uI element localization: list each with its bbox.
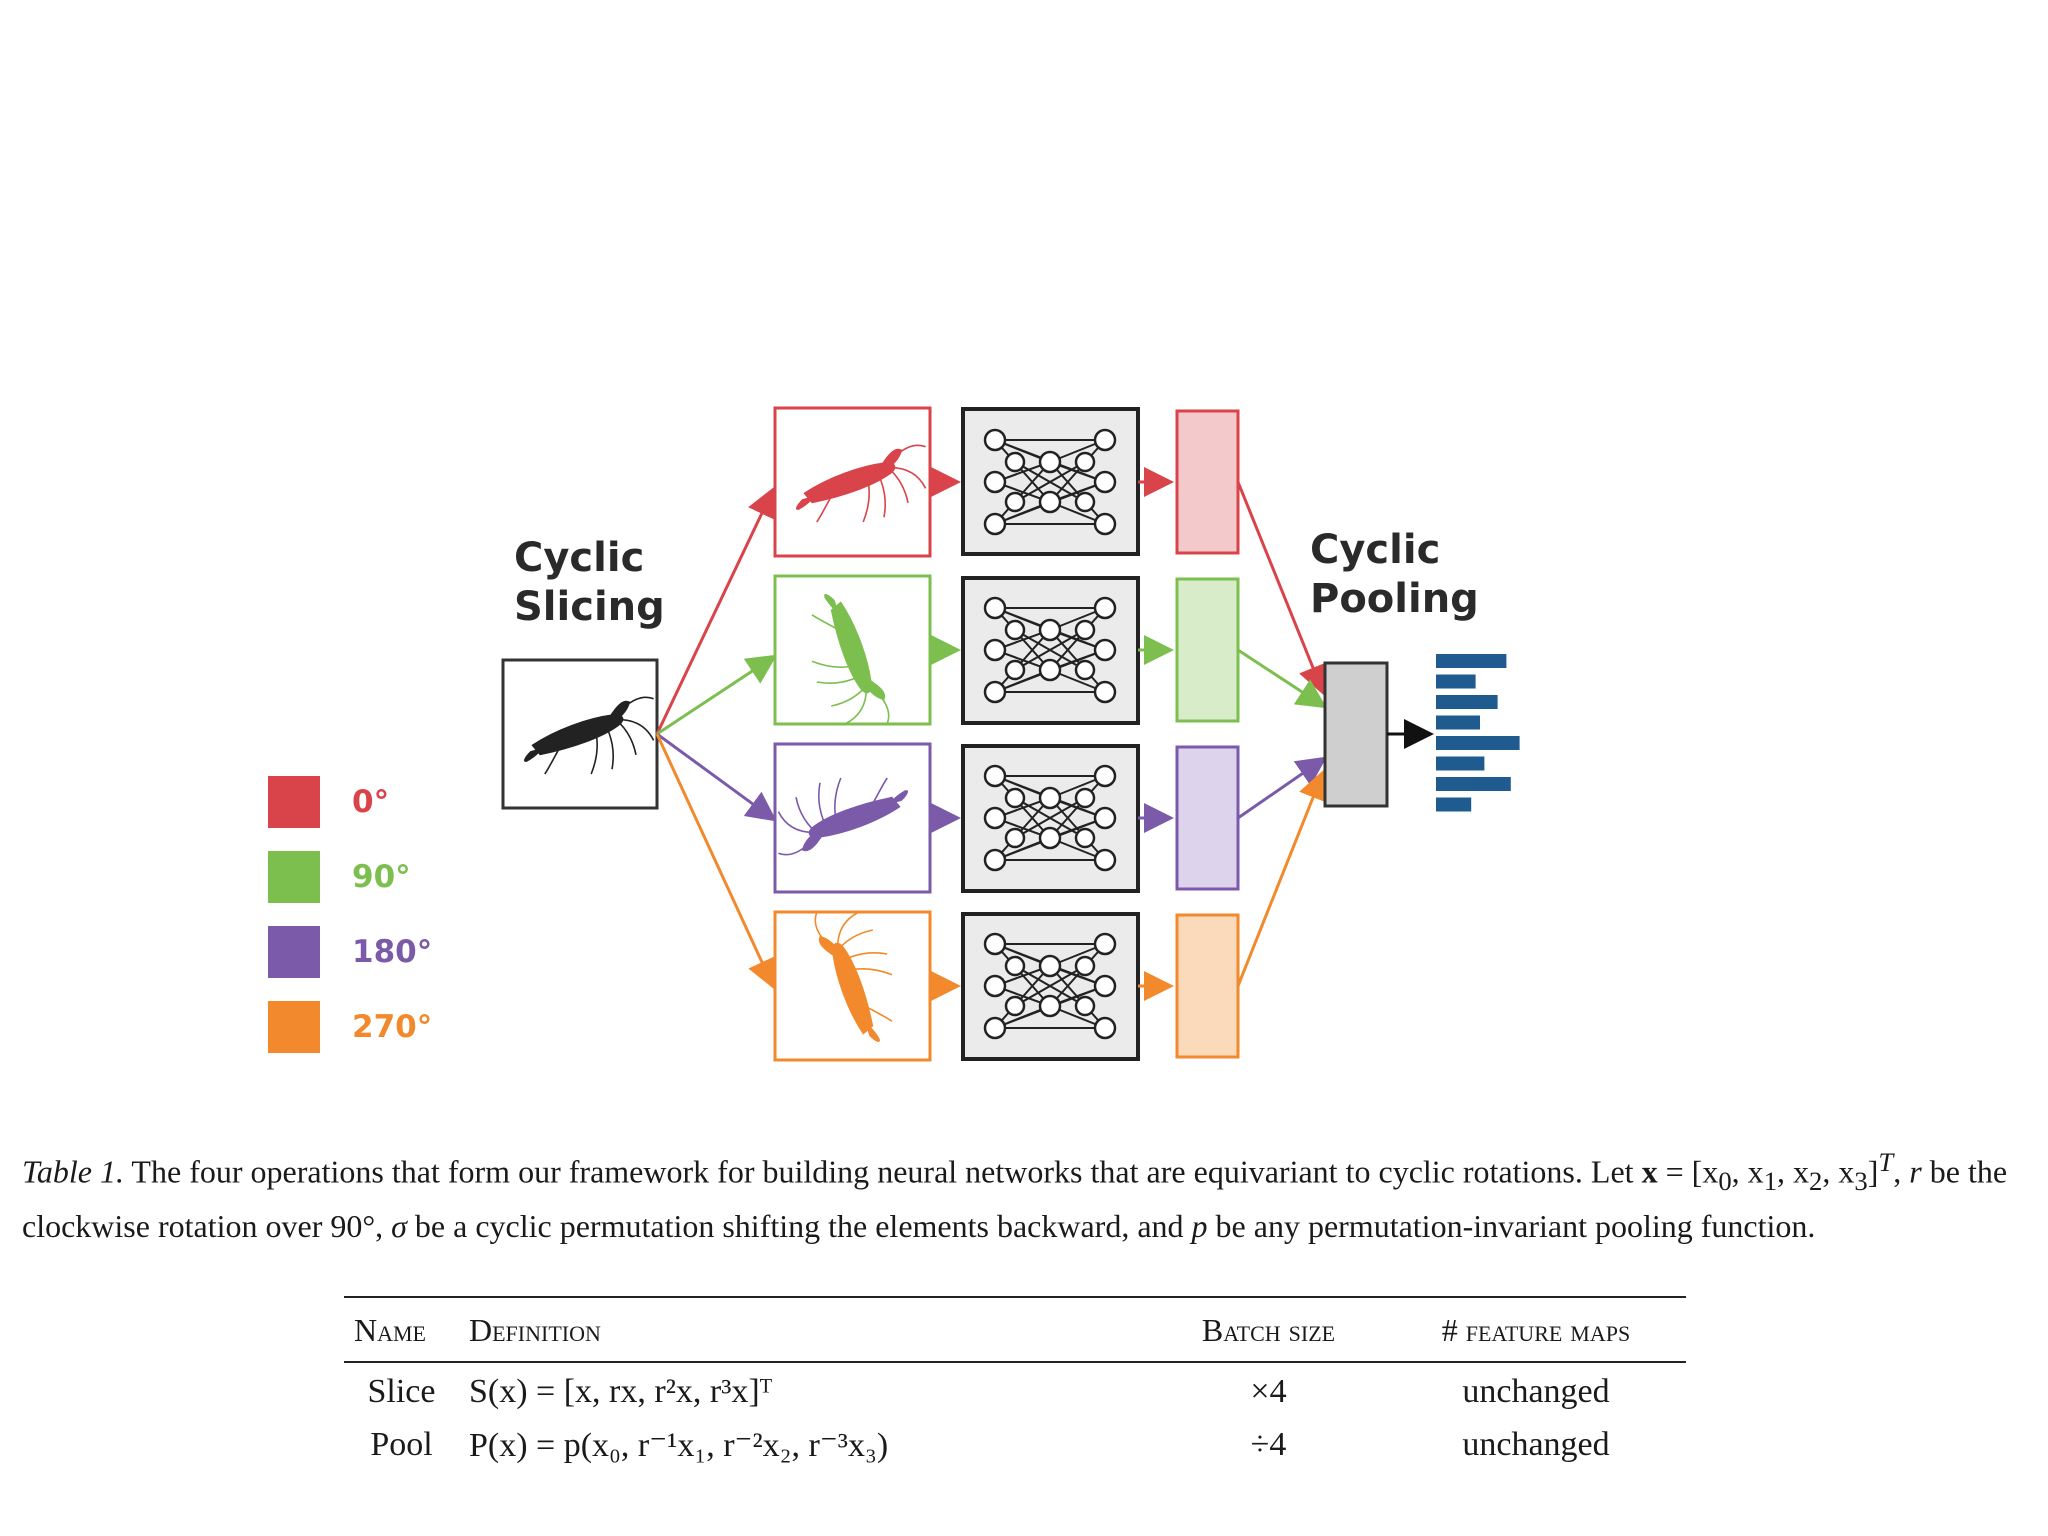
caption-text: 2: [1809, 1166, 1823, 1197]
caption-text: 0: [1718, 1166, 1732, 1197]
feature-map-0: [1175, 409, 1240, 555]
legend-swatch-180: [268, 926, 320, 978]
legend-swatch-90: [268, 851, 320, 903]
table-row: Slice S(x) = [x, rx, r²x, r³x]ᵀ ×4 uncha…: [344, 1362, 1686, 1415]
row-name: Slice: [367, 1373, 436, 1410]
table-caption: Table 1. The four operations that form o…: [22, 1140, 2007, 1249]
caption-text: T: [1878, 1147, 1894, 1177]
legend-swatch-270: [268, 1001, 320, 1053]
row-batch-size: ÷4: [1250, 1426, 1287, 1463]
operations-table-wrap: Name Definition Batch size # feature map…: [344, 1296, 1686, 1482]
row-definition: S(x) = [x, rx, r²x, r³x]ᵀ: [469, 1373, 773, 1410]
caption-text: p: [1191, 1208, 1208, 1245]
output-bar: [1436, 797, 1472, 812]
caption-text: ,: [1893, 1153, 1910, 1190]
output-histogram: [1436, 654, 1520, 812]
output-bar: [1436, 654, 1507, 668]
caption-text: , x: [1822, 1153, 1855, 1190]
caption-text: be any permutation-invariant pooling fun…: [1207, 1208, 1816, 1245]
table-row: Pool P(x) = p(x₀, r⁻¹x₁, r⁻²x₂, r⁻³x₃) ÷…: [344, 1415, 1686, 1469]
slicing-title-line1: Cyclic: [514, 535, 644, 581]
caption-text: = [x: [1657, 1153, 1719, 1190]
pooling-arrows: [1236, 481, 1328, 987]
caption-text: be a cyclic permutation shifting the ele…: [406, 1208, 1192, 1245]
branch-90: [773, 574, 1240, 726]
slicing-arrows: [655, 486, 778, 990]
caption-text: ]: [1867, 1153, 1879, 1190]
header-feature-maps: # feature maps: [1386, 1296, 1686, 1363]
output-bar: [1436, 695, 1498, 709]
caption-text: , x: [1777, 1153, 1810, 1190]
output-bar: [1436, 674, 1476, 689]
table-header-row: Name Definition Batch size # feature map…: [344, 1296, 1686, 1363]
row-feature-maps: unchanged: [1462, 1373, 1610, 1410]
operations-table: Name Definition Batch size # feature map…: [344, 1296, 1686, 1469]
caption-text: r: [1909, 1153, 1922, 1190]
pooling-title-line1: Cyclic: [1310, 527, 1440, 573]
row-batch-size: ×4: [1250, 1373, 1287, 1410]
slicing-title-line2: Slicing: [514, 584, 665, 630]
caption-text: 3: [1854, 1166, 1868, 1197]
pooling-title-line2: Pooling: [1310, 576, 1479, 622]
output-bar: [1436, 756, 1485, 771]
caption-text: be the clockwise rotation over 90°,: [22, 1153, 2008, 1245]
legend-label-0: 0°: [352, 784, 389, 820]
header-batch-size: Batch size: [1151, 1296, 1386, 1363]
feature-map-90: [1175, 577, 1240, 723]
feature-map-180: [1175, 745, 1240, 891]
caption-text: 1: [1763, 1166, 1778, 1197]
legend-label-270: 270°: [352, 1009, 432, 1045]
caption-text: , x: [1731, 1153, 1764, 1190]
caption-text: σ: [391, 1208, 407, 1245]
row-feature-maps: unchanged: [1462, 1426, 1610, 1463]
caption-text: x: [1641, 1153, 1658, 1190]
legend-label-90: 90°: [352, 859, 411, 895]
legend-label-180: 180°: [352, 934, 432, 970]
rotation-legend: 0° 90° 180° 270°: [268, 776, 432, 1053]
cyclic-rotation-figure: Cyclic Slicing Cyclic Pooling 0° 90° 180…: [268, 406, 1520, 1062]
caption-text: The four operations that form our framew…: [123, 1153, 1642, 1190]
legend-swatch-0: [268, 776, 320, 828]
caption-lead: Table 1.: [22, 1153, 124, 1190]
row-name: Pool: [370, 1426, 433, 1463]
pooling-block: [1323, 661, 1389, 808]
output-bar: [1436, 715, 1480, 730]
header-name: Name: [344, 1296, 459, 1363]
output-bar: [1436, 736, 1520, 750]
branch-180: [773, 742, 1240, 894]
row-definition: P(x) = p(x₀, r⁻¹x₁, r⁻²x₂, r⁻³x₃): [469, 1427, 889, 1464]
branch-0: [773, 406, 1240, 558]
output-bar: [1436, 777, 1511, 791]
input-image: [501, 658, 659, 810]
feature-map-270: [1175, 913, 1240, 1059]
header-definition: Definition: [459, 1296, 1151, 1363]
branch-270: [773, 910, 1240, 1062]
